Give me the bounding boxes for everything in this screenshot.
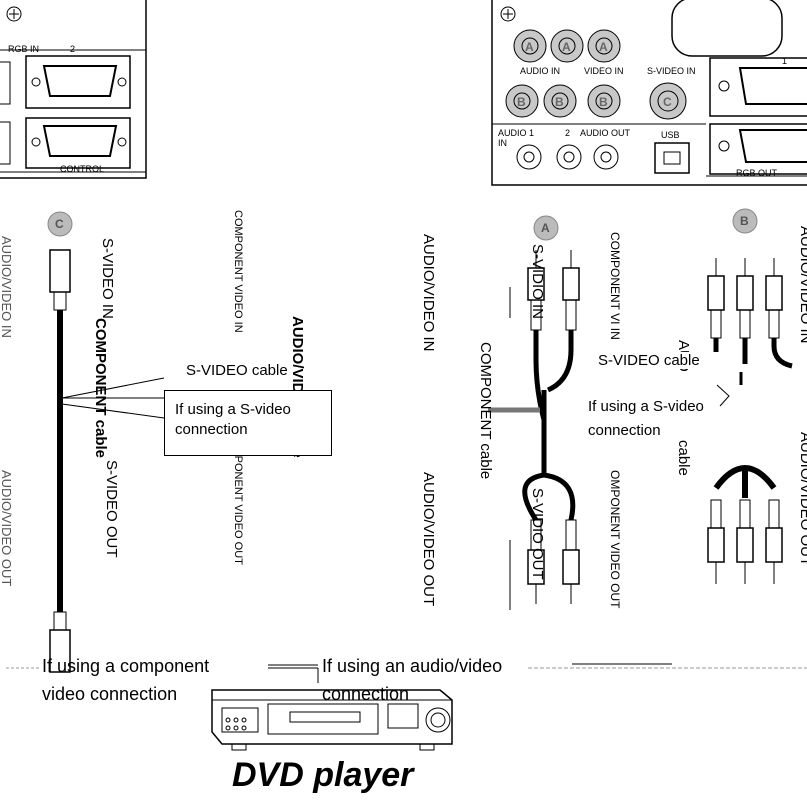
audio2-label: 2 [565,128,571,138]
left-connector-panel [0,0,147,179]
rgb-in-port-number: 2 [70,44,76,54]
svideo-callout-left-line1: If using a S-video [175,401,291,418]
av-connection-line2: connection [322,684,410,704]
audio-out-label: AUDIO OUT [580,128,631,138]
rgb-port-number: 1 [782,56,788,66]
center-component-cable [488,215,580,610]
marker-b-2: B [555,95,564,109]
usb-label: USB [661,130,680,140]
control-label: CONTROL [60,164,105,174]
svideo-out-vertical-label: S-VIDEO OUT [103,460,120,558]
dvd-player-illustration [211,689,453,751]
cable-short-vertical-label: cable [675,440,692,476]
audio-in-short-label: IN [498,138,507,148]
component-video-out-right-vertical-label: OMPONENT VIDEO OUT [608,470,622,609]
component-cable-vertical-label: COMPONENT cable [92,318,109,459]
av-out-vertical-label: AUDIO/VIDEO OUT [420,472,437,607]
right-av-cable [707,208,793,584]
rgb-out-label: RGB OUT [736,168,778,178]
right-connector-panel [491,0,807,186]
left-svideo-cable [47,211,73,673]
right-edge-av-out-label: AUDIO/VIDEO OUT [797,432,807,567]
marker-a-2: A [562,40,571,54]
marker-c-cable: C [55,217,64,231]
dvd-player-title: DVD player [232,756,414,794]
marker-c-panel: C [663,95,672,109]
svideo-callout-right-line1: If using a S-video [588,398,704,415]
left-edge-av-in-label: AUDIO/VIDEO IN [0,236,14,338]
svideo-callout-box-left: If using a S-video connection [164,390,332,456]
svideo-cable-left-caption: S-VIDEO cable [186,362,288,379]
svideo-cable-right-caption: S-VIDEO cable [598,352,700,369]
audio-in-label: AUDIO IN [520,66,561,76]
marker-a-3: A [599,40,608,54]
svidio-out-vertical-label: S-VIDIO OUT [529,488,546,580]
marker-a-cable: A [541,221,550,235]
av-in-vertical-label: AUDIO/VIDEO IN [420,234,437,352]
rgb-in-label: RGB IN [8,44,40,54]
marker-a-1: A [525,40,534,54]
marker-b-1: B [517,95,526,109]
marker-b-3: B [599,95,608,109]
audio1-label: AUDIO 1 [498,128,535,138]
svideo-callout-left-line2: connection [175,421,248,438]
svideo-callout-right-line2: connection [588,422,661,439]
component-video-in-right-vertical-label: COMPONENT VI IN [608,232,622,340]
svideo-in-panel-label: S-VIDEO IN [647,66,696,76]
component-cable-right-vertical-label: COMPONENT cable [477,342,494,480]
svideo-in-vertical-label: S-VIDEO IN [99,238,116,319]
component-video-in-vertical-label: COMPONENT VIDEO IN [232,210,244,333]
component-connection-line2: video connection [42,684,178,704]
component-connection-line1: If using a component [42,656,210,676]
left-callout-pointer [61,377,165,419]
video-in-label: VIDEO IN [584,66,624,76]
right-edge-av-in-label: AUDIO/VIDEO IN [797,226,807,344]
marker-b-cable: B [740,214,749,228]
bottom-connector-lines [6,663,807,683]
av-connection-line1: If using an audio/video [322,656,503,676]
svidio-in-vertical-label: S-VIDIO IN [529,244,546,320]
left-edge-av-out-label: AUDIO/VIDEO OUT [0,470,14,587]
